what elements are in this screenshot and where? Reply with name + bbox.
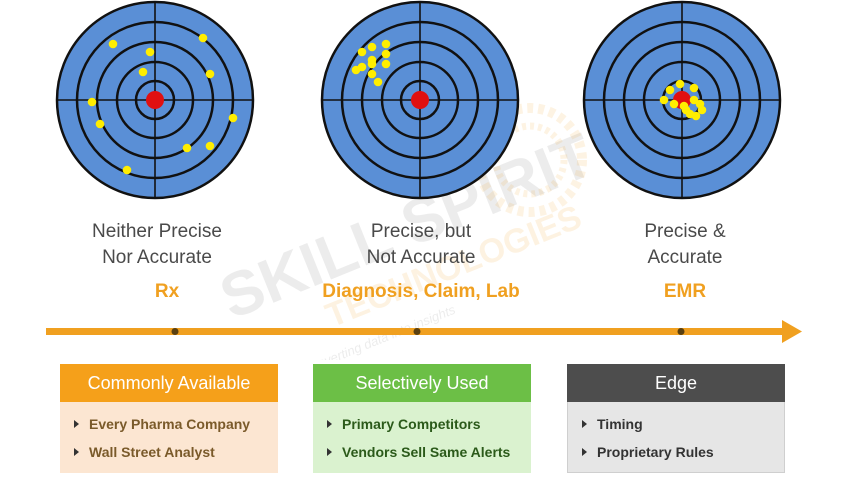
- target-2-title-line-2: Not Accurate: [366, 247, 476, 268]
- target-1: [55, 0, 255, 200]
- bullet-triangle-icon: [74, 448, 79, 457]
- hit-dot-10: [691, 111, 701, 121]
- box-3-body: Timing Proprietary Rules: [567, 402, 785, 473]
- box-3-title: Edge: [567, 364, 785, 402]
- hit-dot-5: [205, 69, 215, 79]
- target-2-title-line-1: Precise, but: [370, 221, 472, 242]
- timeline-shaft: [46, 328, 784, 335]
- hit-dot-10: [182, 143, 192, 153]
- box-edge: Edge Timing Proprietary Rules: [567, 364, 785, 473]
- target-1-subtitle: Rx: [154, 281, 180, 302]
- hit-dot-4: [381, 49, 391, 59]
- timeline-arrowhead: [782, 320, 802, 343]
- bullet-triangle-icon: [582, 420, 587, 429]
- hit-dot-1: [675, 79, 685, 89]
- hit-dot-1: [357, 47, 367, 57]
- target-1-title: Neither Precise Nor Accurate: [37, 219, 277, 271]
- hit-dot-9: [351, 65, 361, 75]
- box-2-item-1-text: Primary Competitors: [342, 416, 481, 432]
- hit-dot-11: [122, 165, 132, 175]
- box-1-item-2: Wall Street Analyst: [60, 438, 278, 466]
- timeline-marker-3: [677, 328, 685, 335]
- hit-dot-6: [87, 97, 97, 107]
- hit-dot-11: [367, 55, 377, 65]
- box-1-item-2-text: Wall Street Analyst: [89, 444, 215, 460]
- box-3-item-2: Proprietary Rules: [568, 438, 784, 466]
- hit-dot-3: [381, 39, 391, 49]
- box-1-title: Commonly Available: [60, 364, 278, 402]
- hit-dot-9: [205, 141, 215, 151]
- box-3-item-1: Timing: [568, 410, 784, 438]
- hit-dot-12: [695, 99, 705, 109]
- hit-dot-2: [108, 39, 118, 49]
- hit-dot-10: [373, 77, 383, 87]
- box-2-item-1: Primary Competitors: [313, 410, 531, 438]
- bullseye: [146, 91, 164, 109]
- target-2: [320, 0, 520, 200]
- box-selectively-used: Selectively Used Primary Competitors Ven…: [313, 364, 531, 473]
- target-1-title-line-2: Nor Accurate: [102, 247, 212, 268]
- hit-dot-2: [665, 85, 675, 95]
- hit-dot-4: [198, 33, 208, 43]
- bullet-triangle-icon: [327, 448, 332, 457]
- bullet-triangle-icon: [327, 420, 332, 429]
- box-2-item-2-text: Vendors Sell Same Alerts: [342, 444, 511, 460]
- box-commonly-available: Commonly Available Every Pharma Company …: [60, 364, 278, 473]
- box-2-body: Primary Competitors Vendors Sell Same Al…: [313, 402, 531, 473]
- target-1-title-line-1: Neither Precise: [92, 221, 222, 242]
- target-1-svg: [55, 0, 255, 200]
- box-1-item-1-text: Every Pharma Company: [89, 416, 251, 432]
- hit-dot-8: [228, 113, 238, 123]
- box-1-body: Every Pharma Company Wall Street Analyst: [60, 402, 278, 473]
- box-1-item-1: Every Pharma Company: [60, 410, 278, 438]
- box-3-item-1-text: Timing: [597, 416, 643, 432]
- timeline-marker-2: [413, 328, 421, 335]
- box-2-item-2: Vendors Sell Same Alerts: [313, 438, 531, 466]
- target-3-title: Precise & Accurate: [565, 219, 805, 271]
- bullseye: [411, 91, 429, 109]
- hit-dot-2: [367, 42, 377, 52]
- target-3-title-line-2: Accurate: [647, 247, 723, 268]
- target-3-subtitle: EMR: [663, 281, 707, 302]
- bullet-triangle-icon: [582, 448, 587, 457]
- box-2-title: Selectively Used: [313, 364, 531, 402]
- bullet-triangle-icon: [74, 420, 79, 429]
- box-3-item-2-text: Proprietary Rules: [597, 444, 714, 460]
- target-3-svg: [582, 0, 782, 200]
- watermark-tagline: converting data into insights: [302, 302, 458, 360]
- hit-dot-4: [659, 95, 669, 105]
- hit-dot-1: [138, 67, 148, 77]
- hit-dot-3: [689, 83, 699, 93]
- target-3-title-line-1: Precise &: [644, 221, 726, 242]
- target-2-svg: [320, 0, 520, 200]
- hit-dot-7: [367, 69, 377, 79]
- target-3: [582, 0, 782, 200]
- hit-dot-7: [95, 119, 105, 129]
- hit-dot-6: [669, 99, 679, 109]
- hit-dot-3: [145, 47, 155, 57]
- timeline-marker-1: [171, 328, 179, 335]
- target-2-subtitle: Diagnosis, Claim, Lab: [322, 281, 520, 302]
- hit-dot-5: [381, 59, 391, 69]
- target-2-title: Precise, but Not Accurate: [301, 219, 541, 271]
